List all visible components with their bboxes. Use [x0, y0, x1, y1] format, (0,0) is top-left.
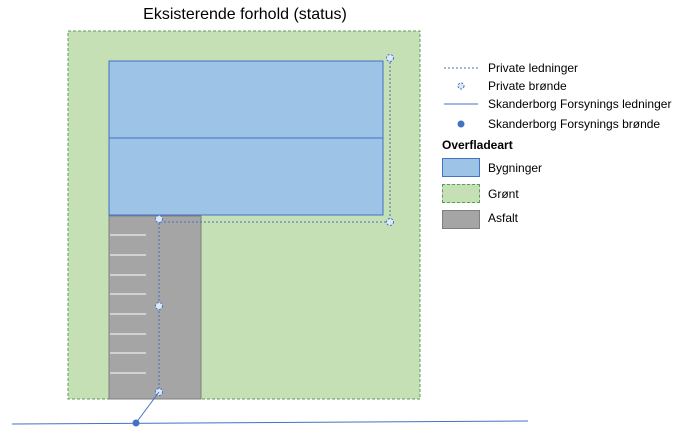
private-well-icon: [386, 218, 394, 226]
legend-private-pipes: Private ledninger: [444, 61, 579, 75]
private-well-icon: [386, 54, 394, 62]
buildings-swatch: [442, 158, 480, 177]
page-title: Eksisterende forhold (status): [143, 6, 347, 23]
asphalt-label: Asfalt: [488, 211, 519, 225]
asphalt-swatch: [442, 210, 480, 229]
legend-private-wells: Private brønde: [440, 76, 567, 96]
buildings-label: Bygninger: [488, 161, 543, 175]
private-well-icon: [155, 302, 163, 310]
surface-heading: Overfladeart: [442, 138, 513, 152]
private-well-icon: [155, 215, 163, 223]
filled-circle-icon: [457, 120, 465, 128]
asphalt-area: [108, 215, 202, 400]
hollow-circle-icon: [457, 82, 465, 90]
green-swatch: [442, 184, 480, 203]
parking-lines: [110, 234, 146, 374]
service-connection: [135, 391, 160, 424]
legend-public-pipes: Skanderborg Forsynings ledninger: [444, 97, 672, 111]
green-label: Grønt: [488, 187, 519, 201]
public-well-icon: [132, 419, 140, 427]
private-wells: [155, 54, 394, 396]
public-main-pipe: [11, 420, 529, 425]
legend-public-wells: Skanderborg Forsynings brønde: [440, 114, 660, 134]
